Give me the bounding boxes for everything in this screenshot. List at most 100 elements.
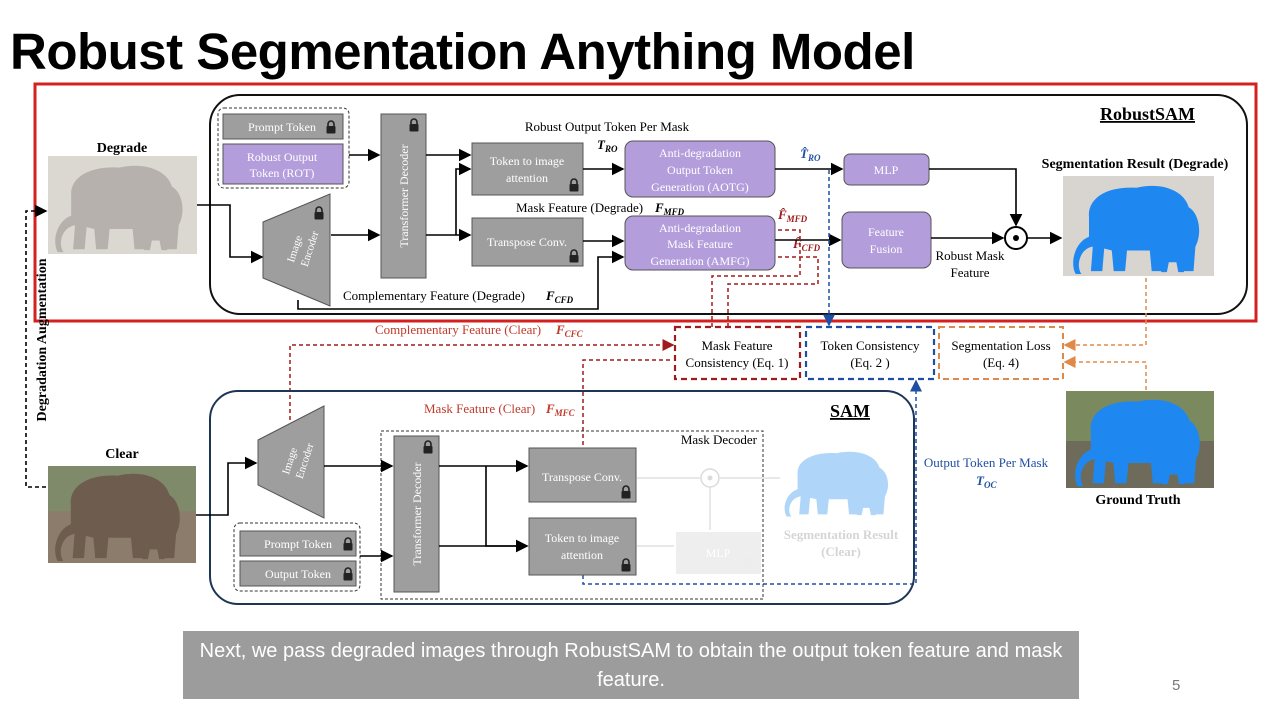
svg-text:F̂CFD: F̂CFD <box>792 236 821 253</box>
t2i-sam-line1: Token to image <box>545 531 619 545</box>
t2i-robust-line1: Token to image <box>490 154 564 168</box>
complementary-feature-clear-label: Complementary Feature (Clear) <box>375 322 541 337</box>
amfg-line2: Mask Feature <box>667 237 733 251</box>
segmentation-result-degrade-image <box>1063 176 1214 276</box>
complementary-feature-degrade-label: Complementary Feature (Degrade) <box>343 288 525 303</box>
faded-sam-output: MLP Segmentation Result (Clear) <box>636 451 899 574</box>
svg-text:FMFD: FMFD <box>654 200 685 217</box>
degrade-image <box>48 156 197 254</box>
t-oc-sub: OC <box>984 480 997 490</box>
f-cfd-sub: CFD <box>555 295 574 305</box>
clear-label: Clear <box>105 447 138 462</box>
segmentation-loss-line1: Segmentation Loss <box>951 338 1050 353</box>
t2i-sam-line2: attention <box>561 548 603 562</box>
svg-text:FCFD: FCFD <box>545 288 574 305</box>
transformer-decoder-robust-label: Transformer Decoder <box>397 144 411 247</box>
slide-title: Robust Segmentation Anything Model <box>10 23 915 80</box>
token-to-image-robust <box>471 142 584 196</box>
caption: Next, we pass degraded images through Ro… <box>183 631 1079 699</box>
token-consistency-line1: Token Consistency <box>820 338 920 353</box>
degrade-label: Degrade <box>97 141 148 156</box>
page-number: 5 <box>1172 677 1181 694</box>
transformer-decoder-robust <box>380 113 427 279</box>
prompt-token-box-sam <box>239 530 357 557</box>
mlp-sam-label: MLP <box>706 546 731 560</box>
token-group-sam <box>233 522 361 592</box>
token-consistency-line2: (Eq. 2 ) <box>850 355 889 370</box>
mask-decoder-label: Mask Decoder <box>681 432 758 447</box>
t-ro-sub: RO <box>604 144 618 154</box>
transformer-decoder-sam <box>393 435 440 593</box>
svg-text:FCFC: FCFC <box>555 322 584 339</box>
aotg-line3: Generation (AOTG) <box>651 180 749 194</box>
feature-fusion-line2: Fusion <box>870 242 903 256</box>
amfg-box <box>624 215 776 271</box>
t2i-robust-line2: attention <box>506 171 548 185</box>
image-encoder-sam <box>257 405 325 519</box>
degradation-augmentation-label: Degradation Augmentation <box>35 258 50 421</box>
svg-text:TRO: TRO <box>597 137 618 154</box>
prompt-token-box-robust <box>222 113 344 140</box>
svg-text:FMFC: FMFC <box>545 401 576 418</box>
output-token-per-mask-label: Output Token Per Mask <box>924 455 1049 470</box>
sam-title: SAM <box>830 401 870 421</box>
clear-image <box>48 466 196 563</box>
robust-mask-feature-line2: Feature <box>951 265 990 280</box>
token-consistency-box <box>804 325 936 381</box>
mask-feature-clear-label: Mask Feature (Clear) <box>424 401 535 416</box>
f-cfd-symbol: F <box>545 288 555 303</box>
ground-truth-label: Ground Truth <box>1095 493 1180 508</box>
rot-box <box>222 143 344 185</box>
f-mfd-hat: F̂ <box>777 207 787 222</box>
robust-mask-feature-line1: Robust Mask <box>936 248 1005 263</box>
token-to-image-sam <box>528 517 637 576</box>
aotg-line2: Output Token <box>667 163 733 177</box>
t-ro-symbol: T <box>597 137 606 152</box>
mask-consistency-line1: Mask Feature <box>701 338 772 353</box>
t-oc-symbol: T <box>976 473 985 488</box>
robustsam-title: RobustSAM <box>1100 104 1195 124</box>
transformer-decoder-sam-label: Transformer Decoder <box>410 462 424 565</box>
transpose-conv-robust-label: Transpose Conv. <box>487 235 567 249</box>
transpose-conv-sam-label: Transpose Conv. <box>542 470 622 484</box>
amfg-line1: Anti-degradation <box>659 221 741 235</box>
prompt-token-label: Prompt Token <box>248 120 316 134</box>
f-cfd-hat-sub: CFD <box>802 243 821 253</box>
f-mfd-symbol: F <box>654 200 664 215</box>
feature-fusion-box <box>841 211 932 269</box>
f-cfc-symbol: F <box>555 322 565 337</box>
segmentation-loss-line2: (Eq. 4) <box>983 355 1019 370</box>
mask-feature-degrade-label: Mask Feature (Degrade) <box>516 200 643 215</box>
rot-line2: Token (ROT) <box>250 166 315 180</box>
prompt-token-sam-label: Prompt Token <box>264 537 332 551</box>
t-ro-hat-sub: RO <box>807 153 821 163</box>
segmentation-result-clear-line2: (Clear) <box>821 544 861 559</box>
sam-container <box>209 390 915 605</box>
segmentation-result-degrade-label: Segmentation Result (Degrade) <box>1042 157 1229 172</box>
mlp-robust-label: MLP <box>874 163 899 177</box>
token-group-robust <box>217 107 350 189</box>
svg-text:F̂MFD: F̂MFD <box>777 207 808 224</box>
rot-line1: Robust Output <box>247 150 318 164</box>
f-mfc-symbol: F <box>545 401 555 416</box>
t-ro-hat: T̂ <box>800 146 809 161</box>
amfg-line3: Generation (AMFG) <box>651 254 750 268</box>
f-cfd-hat: F̂ <box>792 236 802 251</box>
robust-output-token-label: Robust Output Token Per Mask <box>525 119 690 134</box>
svg-text:T̂RO: T̂RO <box>800 146 821 163</box>
ground-truth-image <box>1066 391 1214 488</box>
output-token-sam-label: Output Token <box>265 567 331 581</box>
f-mfd-sub: MFD <box>663 207 685 217</box>
mask-decoder-group <box>380 430 764 600</box>
segmentation-result-clear-line1: Segmentation Result <box>784 527 899 542</box>
aotg-line1: Anti-degradation <box>659 146 741 160</box>
highlight-frame <box>33 82 1258 323</box>
mask-consistency-line2: Consistency (Eq. 1) <box>686 355 789 370</box>
transpose-conv-sam <box>528 447 637 503</box>
f-mfd-hat-sub: MFD <box>786 214 808 224</box>
svg-text:TOC: TOC <box>976 473 997 490</box>
segmentation-loss-box <box>938 326 1064 380</box>
f-cfc-sub: CFC <box>565 329 584 339</box>
mask-consistency-box <box>673 325 802 381</box>
